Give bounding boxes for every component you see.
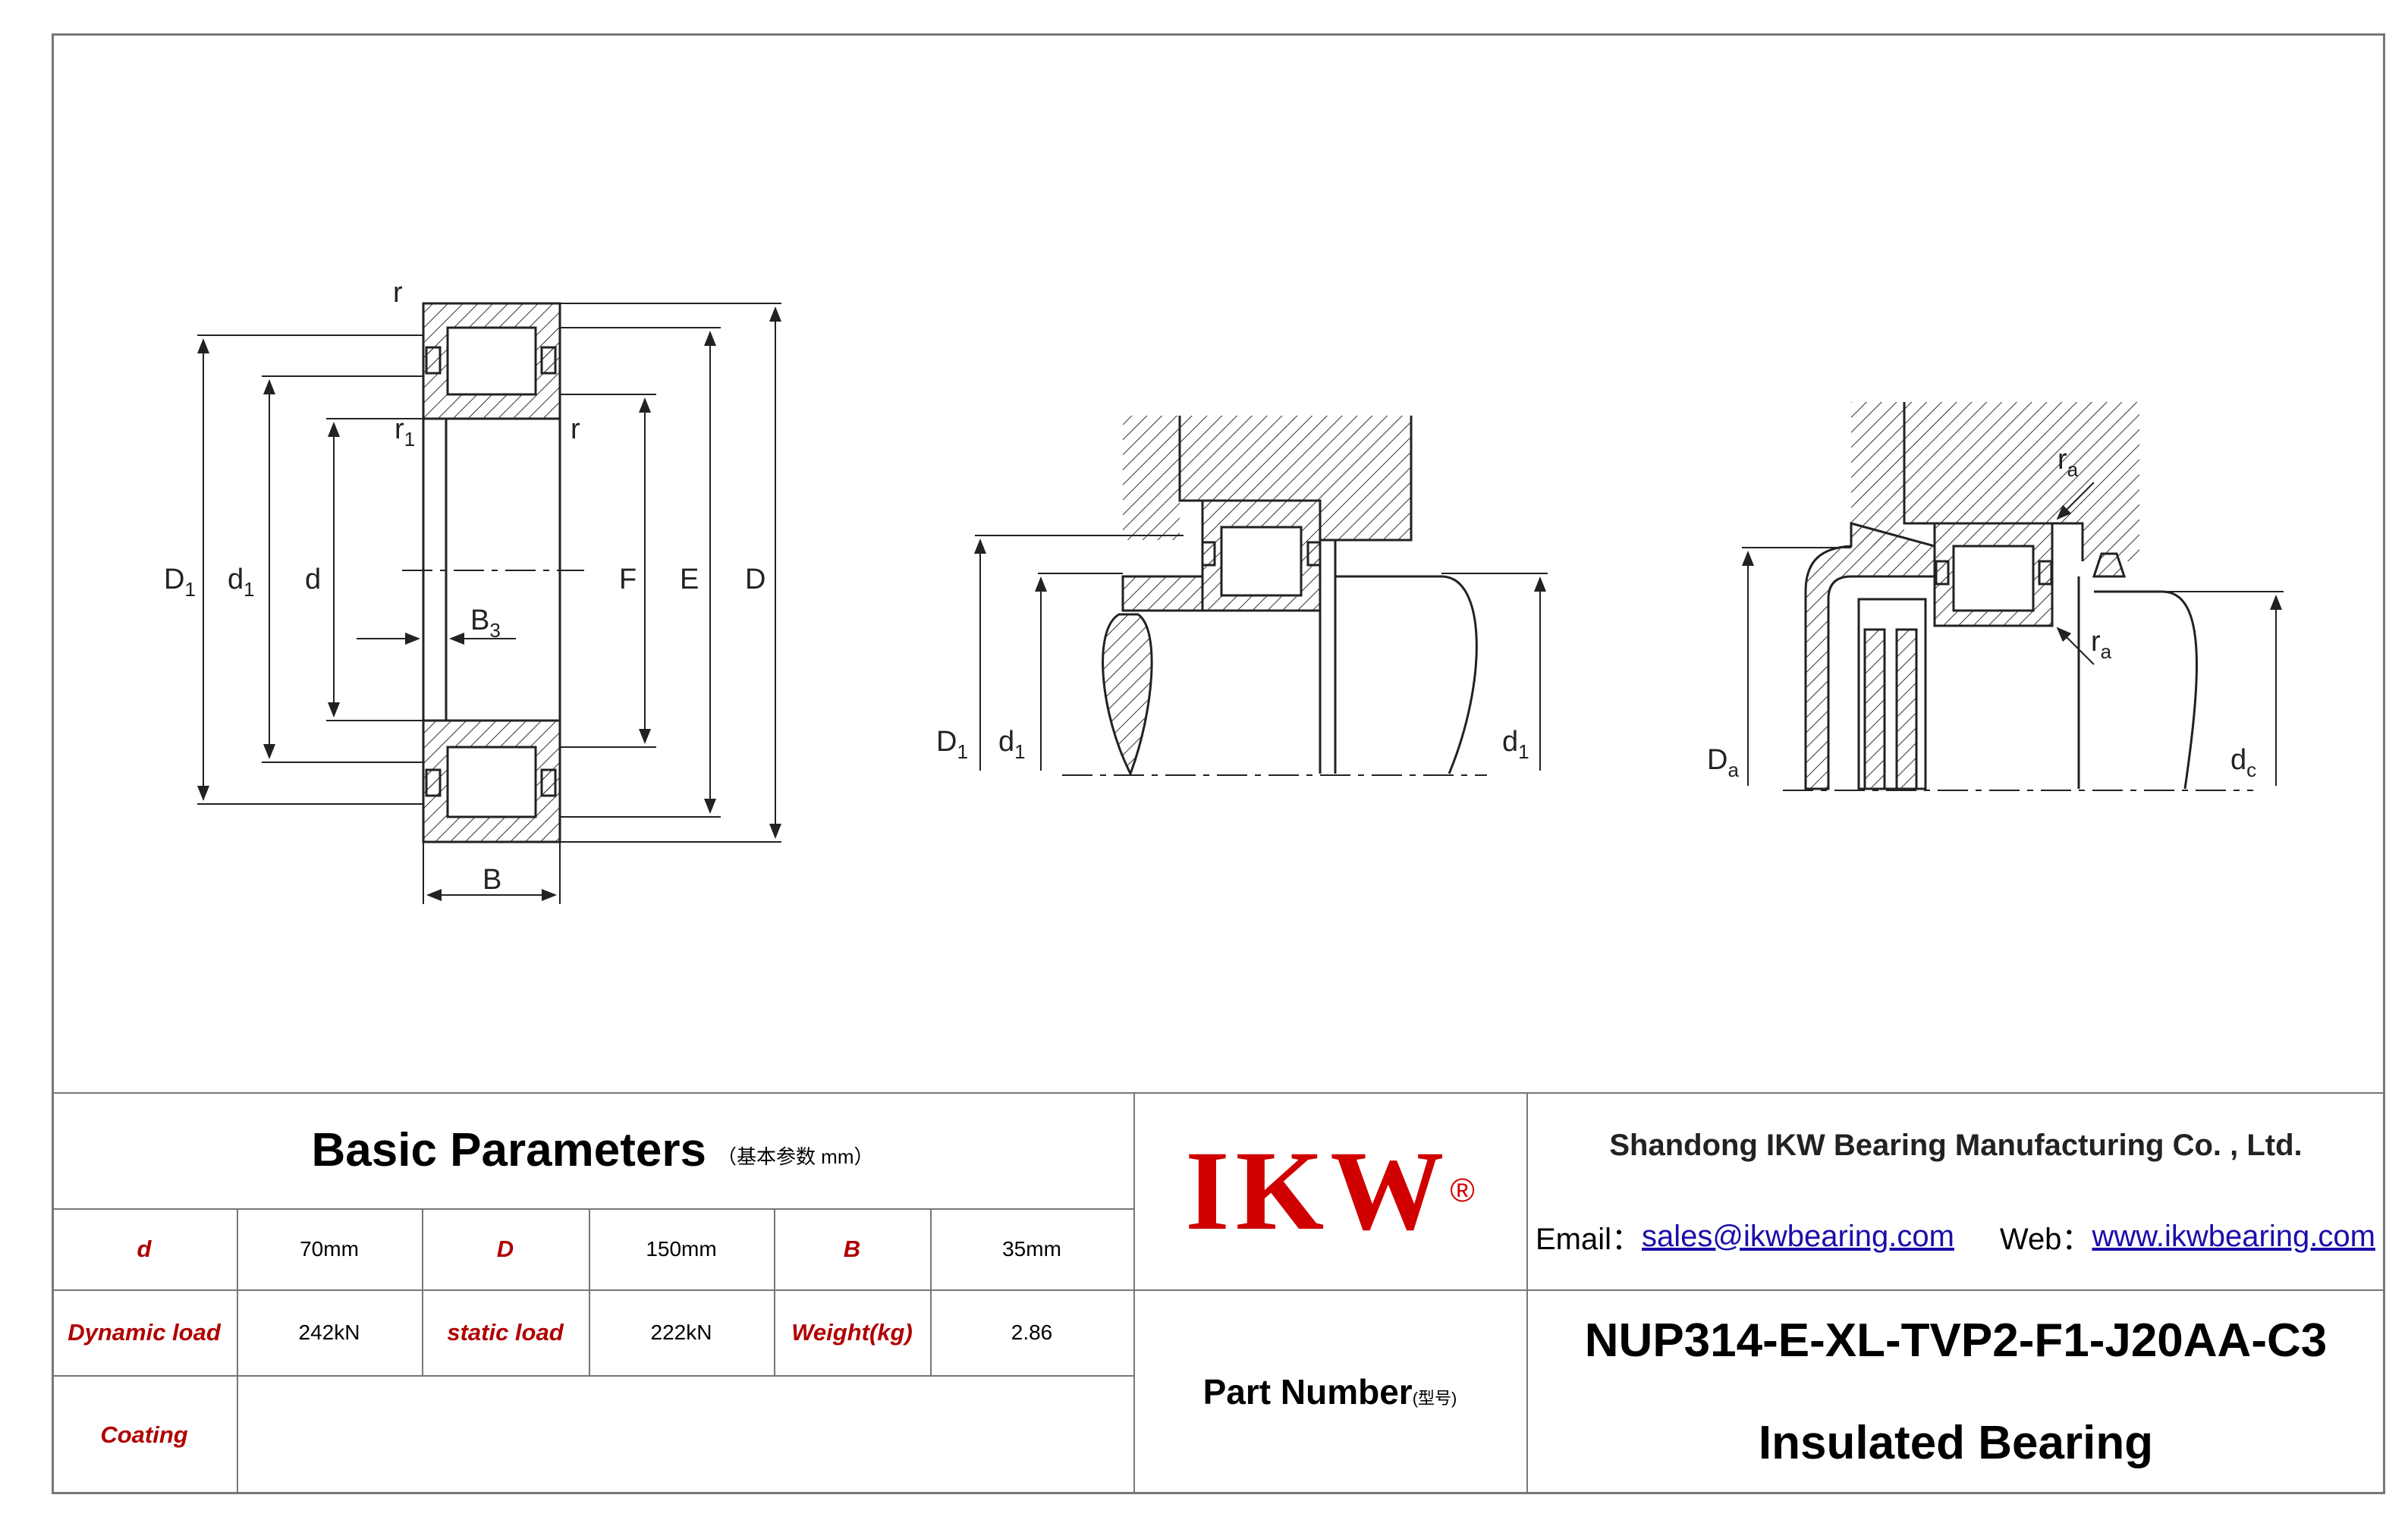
label-D1: D1: [164, 564, 196, 601]
param-label-coating: Coating: [100, 1421, 188, 1448]
label-r-right: r: [571, 413, 580, 445]
param-label-static-load: static load: [447, 1318, 564, 1346]
param-value-d: 70mm: [300, 1236, 359, 1261]
ikw-logo: IKW®: [1133, 1092, 1526, 1289]
label-d1-shaft: d1: [1502, 726, 1529, 763]
label-dc: dc: [2230, 744, 2256, 781]
company-name-cell: Shandong IKW Bearing Manufacturing Co. ,…: [1526, 1107, 2385, 1183]
drawing-sheet-frame: [52, 33, 2385, 1494]
label-d1: d1: [228, 564, 255, 601]
part-number-label: Part Number: [1202, 1372, 1413, 1412]
label-B: B: [483, 864, 501, 896]
label-r-top: r: [393, 277, 403, 309]
label-ra-top: ra: [2057, 444, 2079, 481]
registered-mark: ®: [1450, 1172, 1475, 1209]
product-type: Insulated Bearing: [1758, 1417, 2154, 1469]
company-name: Shandong IKW Bearing Manufacturing Co. ,…: [1609, 1128, 2303, 1162]
label-Da: Da: [1707, 744, 1739, 781]
label-d: d: [305, 564, 321, 595]
param-label-dynamic-load: Dynamic load: [68, 1318, 221, 1346]
param-label-d: d: [137, 1235, 152, 1262]
param-label-D: D: [496, 1235, 514, 1262]
part-number-label-cell: Part Number(型号): [1133, 1289, 1526, 1494]
label-r1: r1: [395, 413, 415, 451]
part-number-label-cn: (型号): [1412, 1389, 1457, 1408]
param-value-dynamic-load: 242kN: [298, 1320, 360, 1344]
param-value-B: 35mm: [1002, 1236, 1061, 1261]
label-D: D: [745, 564, 765, 595]
web-label: Web：: [1999, 1223, 2092, 1256]
label-B3: B3: [470, 605, 501, 642]
email-label: Email：: [1536, 1223, 1643, 1256]
param-value-coating: [237, 1375, 1133, 1494]
param-value-weight: 2.86: [1011, 1320, 1053, 1344]
mounting-view-2-labels: ra ra Da dc: [1707, 444, 2256, 781]
basic-parameters-header: Basic Parameters （基本参数 mm）: [52, 1092, 1133, 1208]
basic-parameters-title: Basic Parameters: [311, 1124, 706, 1176]
mounting-view-1-labels: D1 d1 d1: [936, 726, 1529, 763]
product-type-cell: Insulated Bearing: [1526, 1392, 2385, 1494]
param-label-B: B: [843, 1235, 861, 1262]
title-block: Basic Parameters （基本参数 mm） d 70mm D 150m…: [52, 1092, 2385, 1494]
web-link[interactable]: www.ikwbearing.com: [2092, 1219, 2375, 1253]
mounting-view-2: [1742, 402, 2284, 791]
label-d1-mount: d1: [998, 726, 1026, 763]
part-number-cell: NUP314-E-XL-TVP2-F1-J20AA-C3: [1526, 1289, 2385, 1392]
param-value-D: 150mm: [646, 1236, 717, 1261]
basic-parameters-unit: （基本参数 mm）: [716, 1145, 874, 1168]
mounting-view-1: [974, 416, 1548, 777]
bearing-section-labels: r r r1 D1 d1 d F E D B3 B: [164, 277, 765, 896]
label-F: F: [619, 564, 637, 595]
email-link[interactable]: sales@ikwbearing.com: [1642, 1219, 1954, 1253]
part-number: NUP314-E-XL-TVP2-F1-J20AA-C3: [1584, 1314, 2328, 1367]
bearing-section-view: [197, 302, 781, 904]
param-label-weight: Weight(kg): [791, 1318, 913, 1346]
ikw-logo-text: IKW: [1185, 1128, 1451, 1254]
label-E: E: [680, 564, 699, 595]
technical-drawing: r r r1 D1 d1 d F E D B3 B D1 d1 d1: [164, 277, 2284, 904]
label-ra-bottom: ra: [2091, 626, 2112, 663]
label-D1-mount: D1: [936, 726, 968, 763]
param-value-static-load: 222kN: [650, 1320, 712, 1344]
contact-row: Email： sales@ikwbearing.com Web： www.ikw…: [1526, 1198, 2385, 1274]
